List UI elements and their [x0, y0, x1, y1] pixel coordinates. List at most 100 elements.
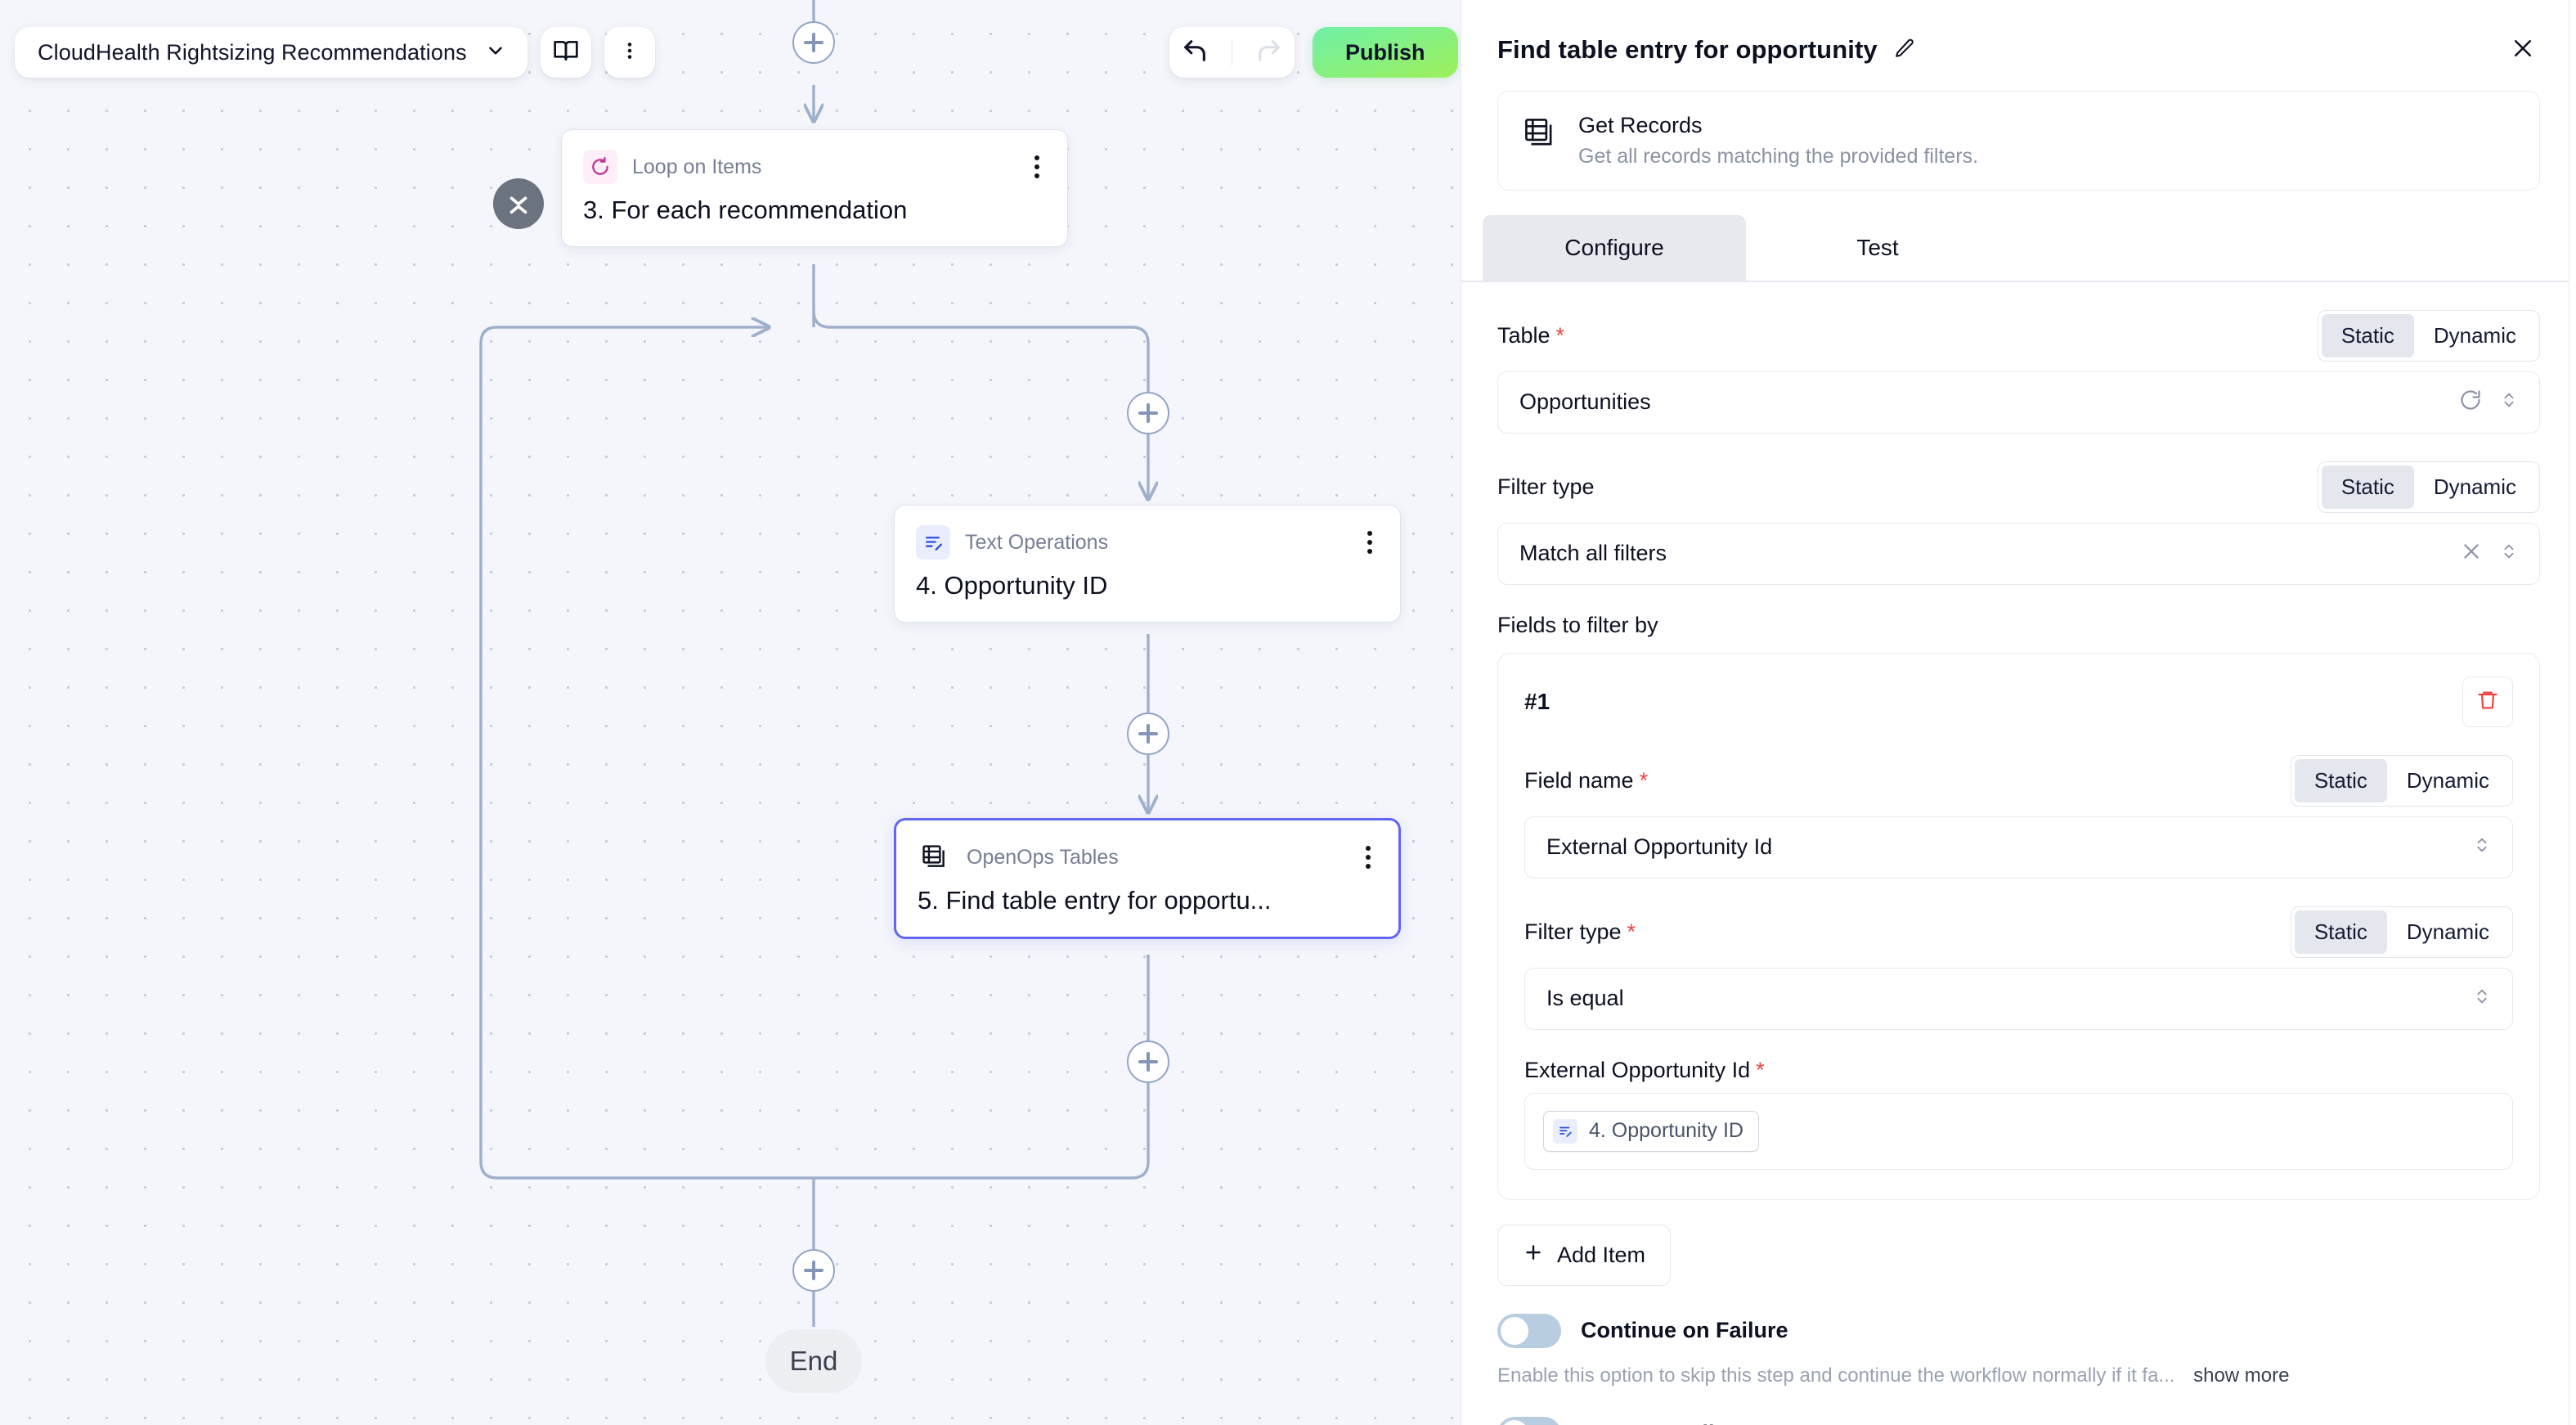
vertical-dots-icon — [619, 38, 640, 67]
node-menu-button[interactable] — [1359, 841, 1377, 874]
delete-filter-item-button[interactable] — [2462, 676, 2513, 727]
table-mode-static[interactable]: Static — [2321, 313, 2414, 357]
filter-item-header: #1 — [1524, 676, 2513, 727]
node-header: OpenOps Tables — [896, 820, 1398, 874]
table-field-header: Table * Static Dynamic — [1497, 309, 2540, 362]
workflow-name-dropdown[interactable]: CloudHealth Rightsizing Recommendations — [15, 27, 527, 78]
page-title: Find table entry for opportunity — [1497, 34, 1878, 64]
table-mode-segmented: Static Dynamic — [2317, 309, 2540, 362]
field-name-value: External Opportunity Id — [1546, 834, 1773, 859]
tab-test[interactable]: Test — [1746, 215, 2009, 281]
canvas-toolbar-left: CloudHealth Rightsizing Recommendations — [15, 27, 655, 78]
filter-type-item-select[interactable]: Is equal — [1524, 967, 2513, 1030]
chevron-updown-icon[interactable] — [2500, 540, 2518, 567]
step-reference-token[interactable]: 4. Opportunity ID — [1543, 1110, 1759, 1152]
flow-node-text-operations[interactable]: Text Operations 4. Opportunity ID — [894, 505, 1401, 623]
add-step-button-after-tables[interactable] — [1127, 1041, 1169, 1083]
refresh-icon[interactable] — [2459, 389, 2482, 416]
workflow-more-menu-button[interactable] — [604, 27, 655, 78]
flow-end-node: End — [765, 1329, 862, 1393]
redo-arrow-icon[interactable] — [1255, 37, 1283, 69]
required-asterisk: * — [1639, 767, 1649, 793]
collapse-loop-button[interactable] — [493, 178, 544, 229]
publish-button[interactable]: Publish — [1313, 27, 1458, 78]
value-field-input[interactable]: 4. Opportunity ID — [1524, 1092, 2513, 1170]
field-name-label: Field name — [1524, 767, 1634, 793]
filter-type-item-value: Is equal — [1546, 986, 1624, 1010]
node-menu-button[interactable] — [1028, 151, 1046, 183]
workflow-name-label: CloudHealth Rightsizing Recommendations — [38, 39, 467, 65]
token-label: 4. Opportunity ID — [1589, 1119, 1744, 1142]
chevron-down-icon — [485, 40, 506, 65]
book-icon — [553, 38, 579, 68]
filter-type-top-mode-dynamic[interactable]: Dynamic — [2414, 465, 2536, 509]
tabs-divider — [1461, 281, 2576, 282]
node-header: Loop on Items — [562, 130, 1067, 184]
filter-type-top-header: Filter type Static Dynamic — [1497, 461, 2540, 513]
table-select[interactable]: Opportunities — [1497, 371, 2540, 434]
filter-type-item-header: Filter type * Static Dynamic — [1524, 906, 2513, 958]
retry-on-failure-toggle[interactable] — [1497, 1416, 1561, 1425]
filter-type-item-icons — [2473, 985, 2491, 1012]
table-mode-dynamic[interactable]: Dynamic — [2414, 314, 2536, 357]
add-step-button-before-text[interactable] — [1127, 392, 1169, 434]
tables-stack-icon — [918, 840, 952, 874]
node-kind-label: Text Operations — [965, 530, 1109, 554]
filter-type-item-mode-static[interactable]: Static — [2294, 910, 2387, 954]
node-title: 4. Opportunity ID — [916, 571, 1108, 600]
filter-type-top-select[interactable]: Match all filters — [1497, 522, 2540, 585]
field-name-mode-dynamic[interactable]: Dynamic — [2387, 759, 2509, 802]
workflow-canvas[interactable]: CloudHealth Rightsizing Recommendations — [0, 0, 1461, 1425]
undo-redo-group — [1169, 27, 1295, 78]
undo-arrow-icon[interactable] — [1181, 37, 1209, 69]
value-field-label: External Opportunity Id — [1524, 1057, 1751, 1082]
filter-type-top-mode-static[interactable]: Static — [2321, 465, 2414, 509]
continue-on-failure-show-more[interactable]: show more — [2193, 1364, 2290, 1387]
trash-icon — [2476, 689, 2499, 714]
add-step-button-between-text-tables[interactable] — [1127, 712, 1169, 755]
tab-configure[interactable]: Configure — [1483, 215, 1746, 281]
continue-on-failure-toggle[interactable] — [1497, 1313, 1561, 1348]
add-item-label: Add Item — [1557, 1242, 1646, 1267]
workflow-connectors — [479, 0, 1461, 1327]
filter-type-item-mode-dynamic[interactable]: Dynamic — [2387, 910, 2509, 954]
docs-button[interactable] — [540, 27, 591, 78]
panel-scrollbar[interactable] — [2569, 0, 2576, 1425]
canvas-toolbar-right: Publish — [1169, 27, 1458, 78]
node-kind-label: Loop on Items — [632, 155, 762, 178]
table-field-icons — [2459, 389, 2518, 416]
text-edit-icon — [1553, 1118, 1577, 1144]
chevron-updown-icon[interactable] — [2473, 985, 2491, 1012]
add-step-button-before-end[interactable] — [792, 1249, 835, 1292]
flow-node-loop-on-items[interactable]: Loop on Items 3. For each recommendation — [561, 129, 1068, 247]
node-kind-label: OpenOps Tables — [967, 845, 1119, 869]
close-x-icon[interactable] — [2461, 541, 2482, 566]
node-title: 3. For each recommendation — [583, 196, 908, 224]
chevron-updown-icon[interactable] — [2500, 389, 2518, 416]
filter-type-top-label: Filter type — [1497, 474, 1595, 499]
chevron-updown-icon[interactable] — [2473, 834, 2491, 861]
node-header: Text Operations — [895, 506, 1400, 560]
add-step-button-top[interactable] — [792, 21, 835, 64]
field-name-icons — [2473, 834, 2491, 861]
filter-type-item-label: Filter type — [1524, 919, 1622, 944]
field-name-mode-static[interactable]: Static — [2294, 758, 2387, 802]
filter-type-top-value: Match all filters — [1519, 541, 1667, 565]
field-name-header: Field name * Static Dynamic — [1524, 754, 2513, 807]
filter-type-top-mode-segmented: Static Dynamic — [2317, 461, 2540, 513]
continue-on-failure-label: Continue on Failure — [1581, 1318, 1788, 1342]
required-asterisk: * — [1756, 1057, 1765, 1082]
table-value: Opportunities — [1519, 389, 1651, 414]
rename-step-button[interactable] — [1891, 34, 1919, 65]
value-field-header: External Opportunity Id * — [1524, 1058, 2513, 1083]
node-menu-button[interactable] — [1361, 526, 1379, 559]
flow-node-openops-tables[interactable]: OpenOps Tables 5. Find table entry for o… — [894, 818, 1401, 939]
divider — [1231, 38, 1233, 66]
field-name-select[interactable]: External Opportunity Id — [1524, 816, 2513, 879]
filter-type-item-mode-segmented: Static Dynamic — [2290, 906, 2513, 958]
add-item-button[interactable]: Add Item — [1497, 1224, 1672, 1286]
close-panel-button[interactable] — [2506, 31, 2540, 68]
node-title: 5. Find table entry for opportu... — [918, 886, 1272, 915]
retry-on-failure-row: Retry on Failure — [1497, 1416, 2540, 1425]
